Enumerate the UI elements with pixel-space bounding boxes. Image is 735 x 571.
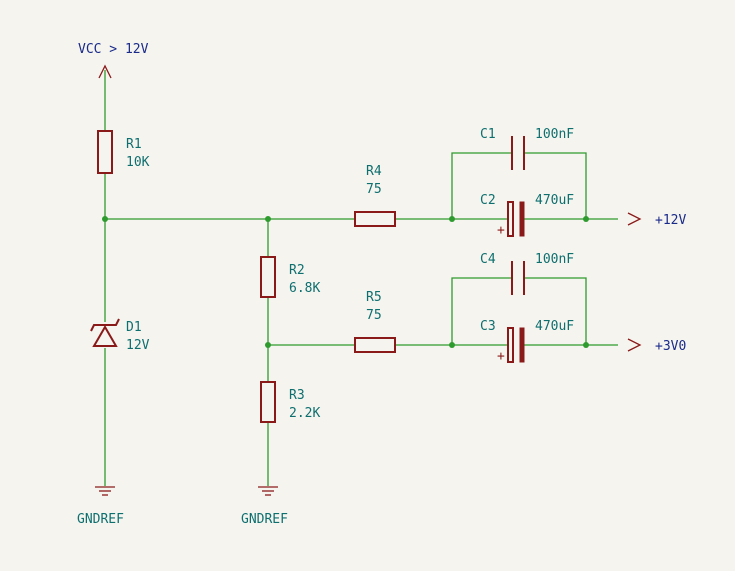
junction-dot	[583, 342, 589, 348]
zener-diode-icon	[92, 325, 118, 347]
c1-value: 100nF	[535, 127, 574, 142]
junction-dot	[265, 216, 271, 222]
ground-label-2: GNDREF	[241, 512, 288, 527]
r5-ref: R5	[366, 290, 382, 305]
output-arrow-icon	[627, 338, 642, 352]
resistor-r3: R3 2.2K	[260, 381, 320, 423]
resistor-r1: R1 10K	[97, 130, 150, 174]
r4-value: 75	[366, 182, 382, 197]
capacitor-c3-plate-positive	[507, 327, 514, 363]
capacitor-c3: + C3 470uF	[480, 319, 574, 364]
c3-polarity: +	[497, 349, 505, 364]
junction-dot	[102, 216, 108, 222]
wires	[104, 70, 618, 486]
output-3v0: +3V0	[627, 338, 686, 354]
ground-symbol-1: GNDREF	[77, 486, 124, 527]
capacitor-c2-plate-negative	[519, 201, 525, 237]
resistor-r4-body	[354, 211, 396, 227]
c3-value: 470uF	[535, 319, 574, 334]
zener-diode-d1: D1 12V	[90, 318, 150, 353]
junction-dot	[449, 342, 455, 348]
capacitor-c3-plate-negative	[519, 327, 525, 363]
r1-ref: R1	[126, 137, 142, 152]
output-12v: +12V	[627, 212, 686, 228]
output-12v-label: +12V	[655, 213, 686, 228]
resistor-r4: R4 75	[354, 164, 396, 227]
wire-c1-right	[524, 152, 587, 219]
capacitor-c2: + C2 470uF	[480, 193, 574, 238]
c3-ref: C3	[480, 319, 496, 334]
junction-dot	[449, 216, 455, 222]
c4-value: 100nF	[535, 252, 574, 267]
wire-c1-left	[451, 152, 512, 219]
r2-ref: R2	[289, 263, 305, 278]
c4-ref: C4	[480, 252, 496, 267]
output-3v0-label: +3V0	[655, 339, 686, 354]
r1-value: 10K	[126, 155, 150, 170]
junction-dot	[583, 216, 589, 222]
output-arrow-icon	[627, 212, 642, 226]
capacitor-c1: C1 100nF	[480, 127, 574, 170]
d1-value: 12V	[126, 338, 150, 353]
resistor-r2-body	[260, 256, 276, 298]
resistor-r3-body	[260, 381, 276, 423]
d1-ref: D1	[126, 320, 142, 335]
c2-ref: C2	[480, 193, 496, 208]
resistor-r1-body	[97, 130, 113, 174]
wire-c4-right	[524, 277, 587, 345]
junctions	[102, 216, 589, 348]
r3-value: 2.2K	[289, 406, 320, 421]
capacitor-c2-plate-positive	[507, 201, 514, 237]
ground-symbol-2: GNDREF	[241, 486, 288, 527]
power-arrow-icon	[98, 64, 112, 79]
ground-label-1: GNDREF	[77, 512, 124, 527]
wire-c4-left	[451, 277, 512, 345]
r5-value: 75	[366, 308, 382, 323]
junction-dot	[265, 342, 271, 348]
vcc-power-symbol: VCC > 12V	[78, 42, 149, 79]
r4-ref: R4	[366, 164, 382, 179]
vcc-label: VCC > 12V	[78, 42, 149, 57]
c2-value: 470uF	[535, 193, 574, 208]
zener-cathode-bar	[90, 318, 120, 332]
r2-value: 6.8K	[289, 281, 320, 296]
resistor-r2: R2 6.8K	[260, 256, 320, 298]
resistor-r5-body	[354, 337, 396, 353]
resistor-r5: R5 75	[354, 290, 396, 353]
c1-ref: C1	[480, 127, 496, 142]
c2-polarity: +	[497, 223, 505, 238]
capacitor-c4: C4 100nF	[480, 252, 574, 295]
r3-ref: R3	[289, 388, 305, 403]
